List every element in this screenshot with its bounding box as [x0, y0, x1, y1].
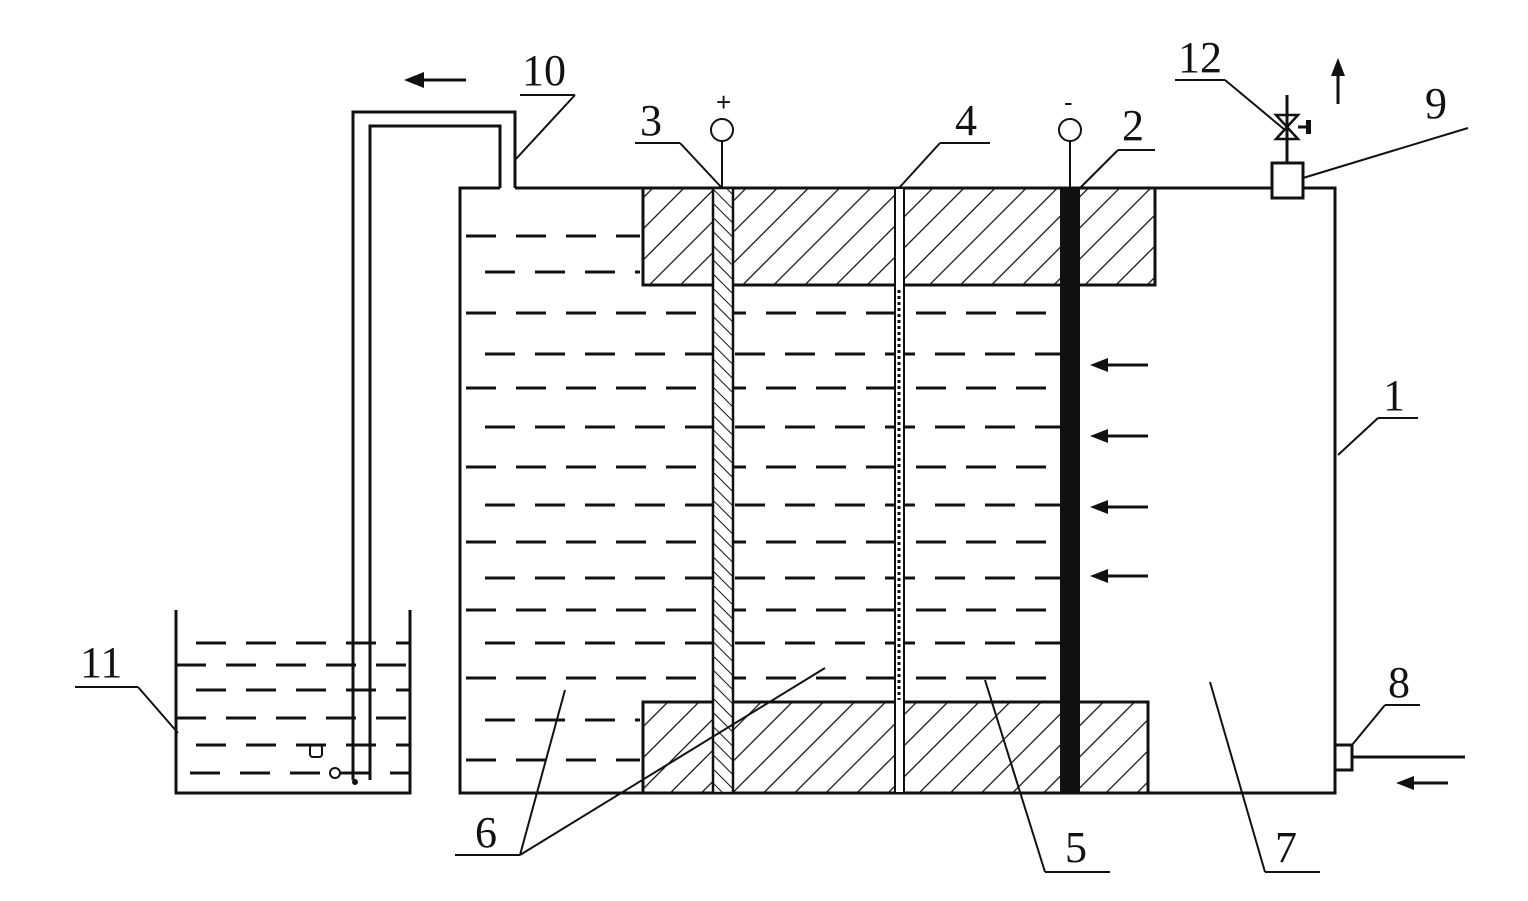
label-4: 4	[955, 96, 977, 145]
label-9: 9	[1425, 79, 1447, 128]
gas-outlet-tube	[351, 110, 517, 780]
anode-terminal-icon	[710, 118, 734, 142]
reservoir-tank	[174, 610, 412, 795]
gas-inlet-port	[1333, 743, 1465, 772]
valve-icon	[1273, 113, 1311, 141]
anode-sign: +	[716, 87, 731, 117]
gas-outlet-port	[1270, 95, 1305, 200]
membrane	[894, 187, 905, 794]
label-5: 5	[1065, 823, 1087, 872]
reservoir-liquid	[176, 641, 410, 775]
label-11: 11	[80, 638, 122, 687]
flow-arrow-left-icon	[404, 72, 466, 88]
flow-arrow-up-icon	[1331, 58, 1345, 104]
cathode-terminal-icon	[1058, 118, 1082, 142]
bubble-icon	[329, 767, 341, 779]
label-3: 3	[640, 96, 662, 145]
anode-electrode: +	[710, 87, 735, 795]
label-2: 2	[1122, 101, 1144, 150]
flow-arrow-left-icon	[1396, 776, 1448, 790]
bubble-icon	[309, 744, 323, 758]
arrow-left-icon	[1090, 429, 1148, 443]
bubble-icon	[352, 779, 358, 785]
label-7: 7	[1275, 823, 1297, 872]
part-labels: 1 2 3 4 5 6 7 8 9 10 11 12	[80, 33, 1447, 872]
label-10: 10	[522, 46, 566, 95]
cathode-sign: -	[1064, 87, 1073, 117]
label-1: 1	[1383, 371, 1405, 420]
label-8: 8	[1388, 658, 1410, 707]
label-6: 6	[475, 808, 497, 857]
arrow-left-icon	[1090, 358, 1148, 372]
arrow-left-icon	[1090, 569, 1148, 583]
cathode-electrode: -	[1058, 87, 1082, 793]
gas-flow-arrows	[1090, 358, 1148, 583]
label-12: 12	[1178, 33, 1222, 82]
arrow-left-icon	[1090, 500, 1148, 514]
leader-lines	[75, 79, 1469, 873]
electrolyte-liquid	[466, 234, 1060, 762]
